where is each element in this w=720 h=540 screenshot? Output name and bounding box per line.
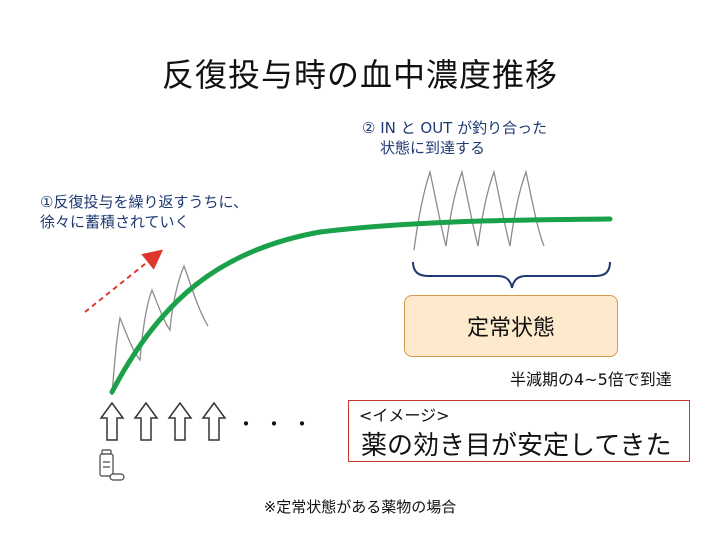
early-concentration-curve xyxy=(111,264,209,396)
steady-state-concentration-curve xyxy=(413,169,545,251)
image-text: 薬の効き目が安定してきた xyxy=(361,431,672,461)
accumulation-note-line2: 徐々に蓄積されていく xyxy=(40,213,190,231)
up-arrow-outline-icon xyxy=(99,401,125,441)
dose-arrows xyxy=(99,401,227,441)
steady-state-brace xyxy=(412,261,611,289)
half-life-note: 半減期の4~5倍で到達 xyxy=(510,370,672,389)
page-title: 反復投与時の血中濃度推移 xyxy=(161,56,558,94)
steady-state-label: 定常状態 xyxy=(404,295,618,357)
medicine-bottle-icon xyxy=(99,449,125,481)
up-arrow-outline-icon xyxy=(133,401,159,441)
footnote: ※定常状態がある薬物の場合 xyxy=(263,498,457,516)
image-box: <イメージ> 薬の効き目が安定してきた xyxy=(348,400,690,462)
image-tag: <イメージ> xyxy=(359,406,450,425)
up-arrow-outline-icon xyxy=(167,401,193,441)
in-out-balance-note: ② IN と OUT が釣り合った 状態に到達する xyxy=(362,118,547,158)
accumulation-note: ①反復投与を繰り返すうちに、 徐々に蓄積されていく xyxy=(40,192,248,232)
up-arrow-outline-icon xyxy=(201,401,227,441)
accumulation-arrow xyxy=(84,249,164,313)
average-concentration-curve xyxy=(109,216,613,395)
repeat-dose-dots: ・・・ xyxy=(236,412,320,436)
accumulation-note-line1: ①反復投与を繰り返すうちに、 xyxy=(40,193,248,211)
in-out-note-line1: ② IN と OUT が釣り合った xyxy=(362,119,548,137)
in-out-note-line2: 状態に到達する xyxy=(380,139,486,157)
